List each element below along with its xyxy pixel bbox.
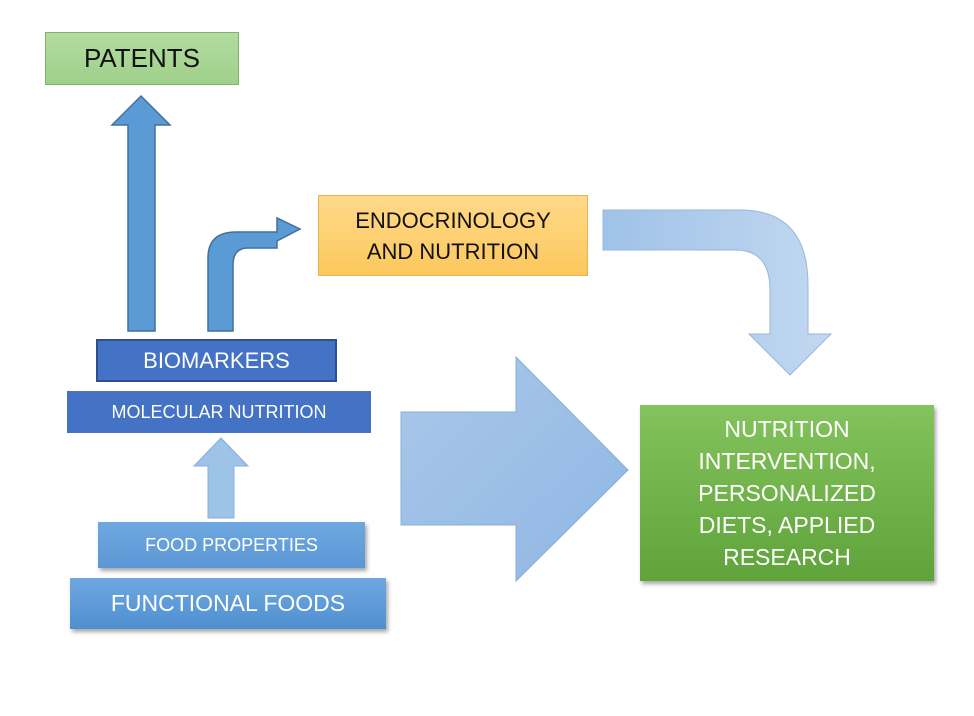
molecular-nutrition-label: MOLECULAR NUTRITION xyxy=(111,401,327,422)
big-right-arrow xyxy=(400,355,629,583)
biomarkers-box: BIOMARKERS xyxy=(96,339,337,382)
up-arrow-from-food-properties xyxy=(192,437,250,519)
biomarkers-label: BIOMARKERS xyxy=(143,347,290,373)
bent-arrow-to-endocrinology xyxy=(207,216,302,332)
functional-foods-box: FUNCTIONAL FOODS xyxy=(70,578,386,629)
patents-box: PATENTS xyxy=(45,32,239,85)
endocrinology-box: ENDOCRINOLOGY AND NUTRITION xyxy=(318,195,588,276)
outcome-box: NUTRITION INTERVENTION, PERSONALIZED DIE… xyxy=(640,405,934,581)
curved-arrow-to-outcome xyxy=(602,209,833,376)
up-arrow-to-patents xyxy=(110,94,172,332)
patents-label: PATENTS xyxy=(83,43,201,73)
outcome-label: NUTRITION INTERVENTION, PERSONALIZED DIE… xyxy=(698,416,876,570)
food-properties-label: FOOD PROPERTIES xyxy=(145,534,318,555)
food-properties-box: FOOD PROPERTIES xyxy=(98,522,365,568)
endocrinology-label: ENDOCRINOLOGY AND NUTRITION xyxy=(355,207,551,264)
functional-foods-label: FUNCTIONAL FOODS xyxy=(110,590,346,616)
molecular-nutrition-box: MOLECULAR NUTRITION xyxy=(67,391,371,433)
